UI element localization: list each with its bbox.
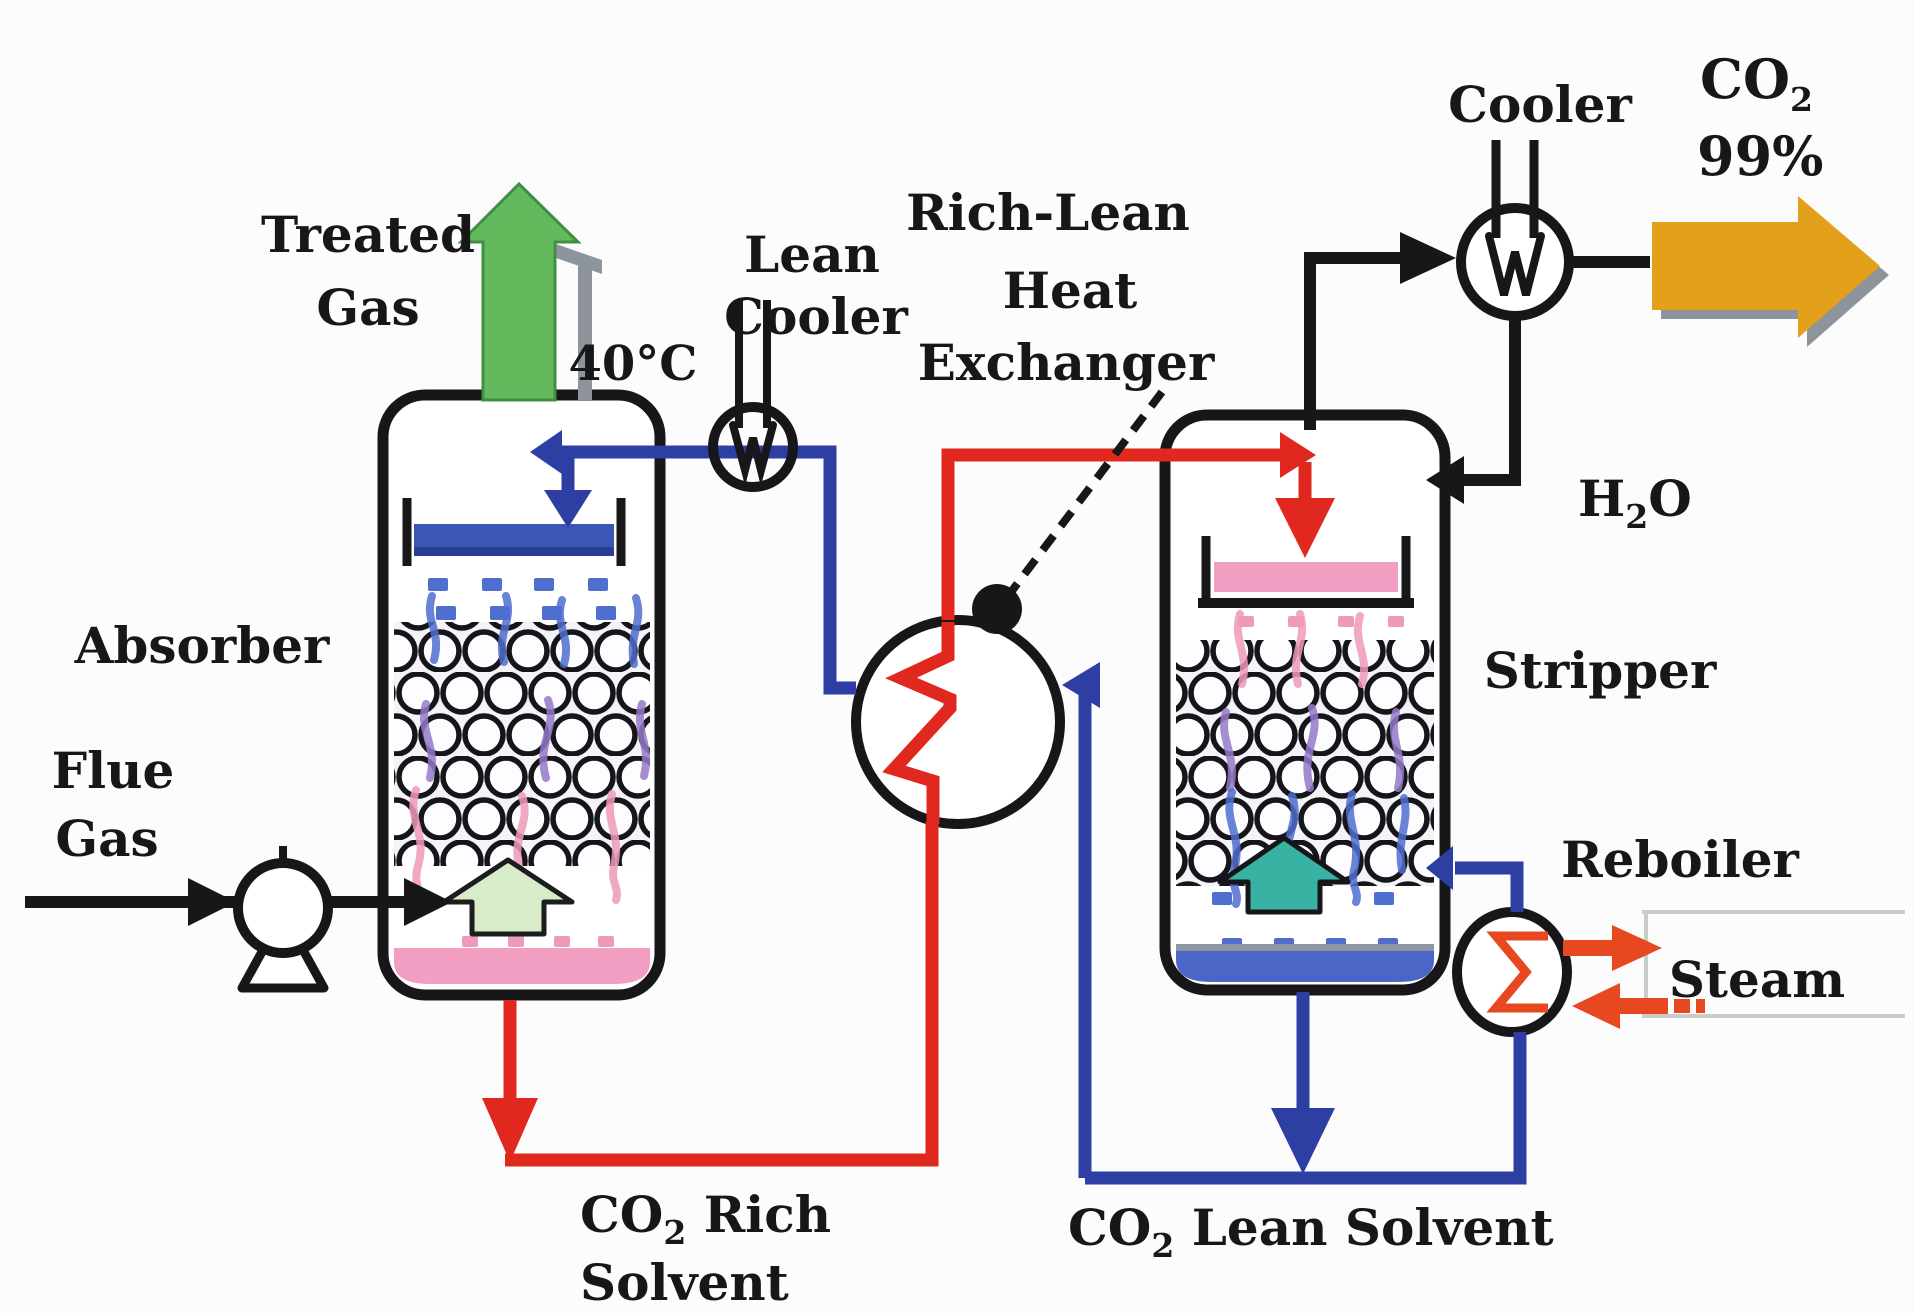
rich-down-arrowhead — [1275, 498, 1335, 558]
lean-down-arrowhead — [544, 490, 592, 528]
stripper-pink-droplets — [1238, 616, 1404, 627]
absorber-gas-up-arrow — [441, 857, 575, 937]
absorber-trickle-purple — [420, 696, 651, 782]
reboiler-steam — [1486, 925, 1705, 1029]
lean-outlet-arrowhead — [1271, 1108, 1335, 1174]
h2o-return-arrowhead — [1426, 456, 1464, 504]
lean-inlet-arrowhead — [530, 430, 562, 474]
reboiler-coil — [1486, 931, 1548, 1013]
overhead-arrowhead — [1400, 232, 1456, 284]
flue-gas-arrowhead — [188, 878, 236, 926]
lean-cooler-label2: Cooler — [724, 287, 908, 346]
reboiler-label: Reboiler — [1561, 830, 1799, 889]
flue-gas-label: Flue — [52, 741, 175, 800]
steam-in-arrowhead — [1572, 983, 1620, 1029]
stripper-label: Stripper — [1484, 641, 1717, 700]
co2-product-label: CO2 — [1700, 47, 1813, 119]
rich-inlet-arrowhead — [1280, 432, 1316, 478]
absorber-sump — [394, 936, 650, 984]
stripper-tray — [1198, 536, 1414, 608]
lean-solvent-label: CO2 Lean Solvent — [1068, 1198, 1554, 1265]
overhead-cooler-detail — [1485, 140, 1545, 296]
flue-gas-label2: Gas — [55, 809, 158, 868]
hx-label2: Heat — [1003, 261, 1138, 320]
stripper-vapor-up-arrow — [1217, 835, 1351, 915]
co2-purity-label: 99% — [1697, 124, 1823, 188]
lean-cooler-coil — [729, 421, 777, 486]
co2-product-arrow — [1652, 196, 1889, 347]
gas-lines — [25, 232, 1650, 926]
rich-solvent-label2: Solvent — [580, 1253, 789, 1312]
steam-label: Steam — [1669, 950, 1845, 1009]
h2o-label: H2O — [1578, 469, 1692, 536]
stripper-sump — [1176, 944, 1434, 982]
overhead-cooler-label: Cooler — [1448, 75, 1632, 134]
absorber-droplets — [428, 578, 616, 620]
hx-label3: Exchanger — [918, 333, 1215, 392]
treated-gas-label2: Gas — [316, 278, 419, 337]
rich-lean-heat-exchanger — [851, 615, 1065, 829]
flue-gas-blower — [233, 846, 333, 993]
lean-cooler — [708, 300, 798, 492]
reboiler-exchanger — [1452, 907, 1572, 1037]
hx-label-pointer — [972, 389, 1166, 634]
absorber-tray — [402, 498, 626, 566]
lean-hx-arrowhead — [1062, 662, 1100, 708]
temperature-label: 40°C — [569, 336, 698, 392]
overhead-cooler-coil — [1485, 232, 1545, 296]
absorber-label: Absorber — [74, 616, 330, 675]
hx-label: Rich-Lean — [906, 183, 1190, 242]
stripper-trickle-purple — [1220, 704, 1405, 792]
vapor-return-arrowhead — [1426, 846, 1453, 890]
rich-solvent-label: CO2 Rich — [580, 1185, 831, 1252]
absorber-trickle-blue — [425, 592, 643, 668]
treated-gas-label: Treated — [261, 205, 475, 264]
rich-solvent-line — [482, 432, 1335, 1167]
lean-cooler-label: Lean — [744, 225, 880, 284]
treated-gas-arrow — [457, 181, 602, 402]
rich-outlet-arrowhead — [482, 1098, 538, 1162]
steam-out-arrowhead — [1612, 925, 1662, 971]
lean-solvent-line — [530, 430, 1527, 1185]
flue-gas-inlet-arrowhead — [404, 878, 452, 926]
